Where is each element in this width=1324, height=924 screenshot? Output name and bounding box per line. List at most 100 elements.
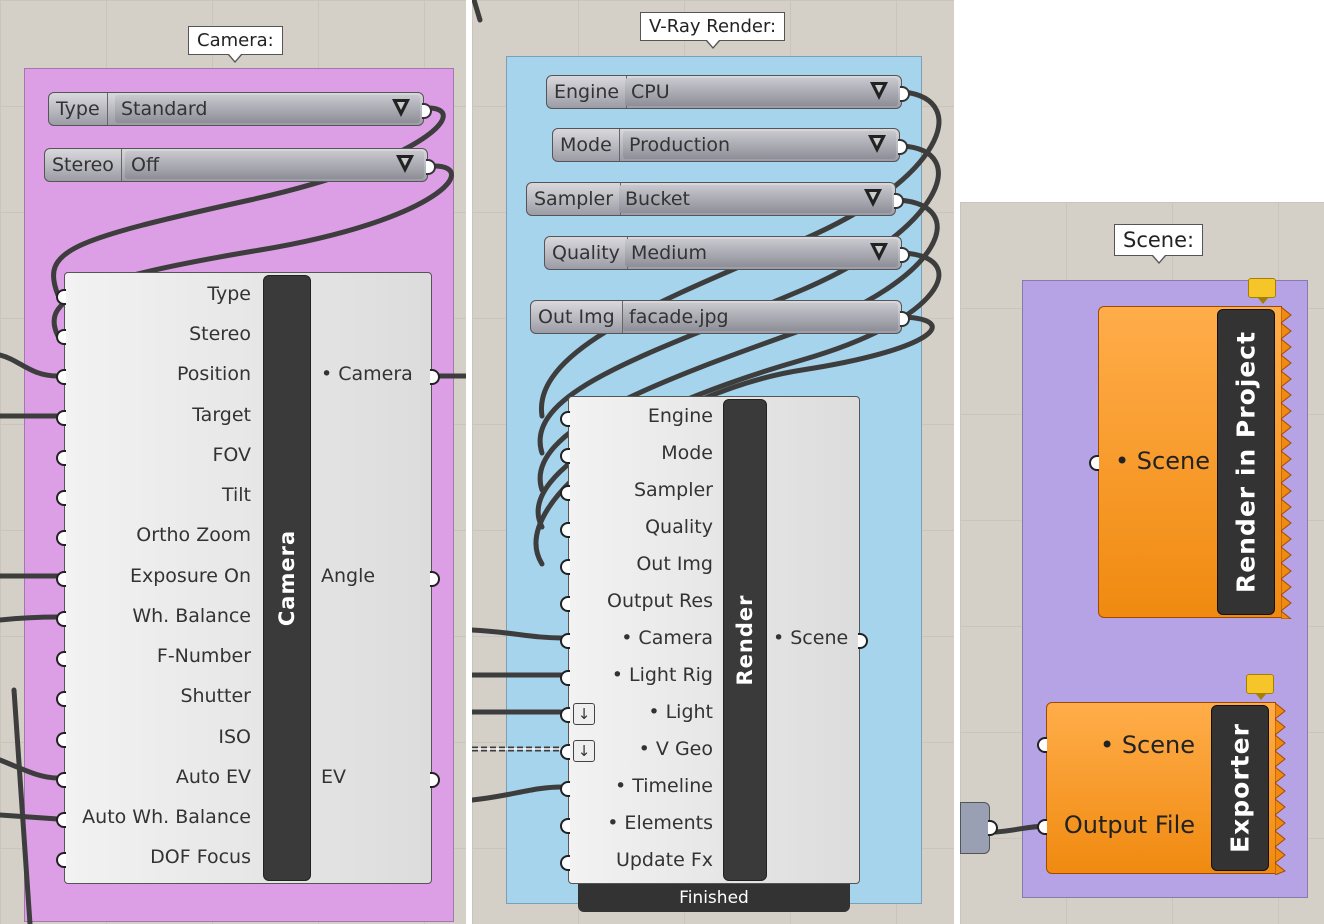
mode-value-list[interactable]: Mode Production — [552, 128, 908, 162]
input-mode[interactable]: Mode — [661, 442, 713, 464]
input-port-icon[interactable] — [56, 732, 66, 748]
dropdown-arrow-icon[interactable] — [396, 155, 414, 173]
output-port-icon[interactable] — [426, 159, 436, 175]
output-file-source-stub[interactable] — [960, 802, 990, 854]
input-port-icon[interactable] — [56, 289, 66, 305]
dropdown-arrow-icon[interactable] — [392, 99, 410, 117]
input-shutter[interactable]: Shutter — [180, 685, 251, 707]
output-port-icon[interactable] — [988, 820, 998, 836]
input-update-fx[interactable]: Update Fx — [615, 849, 713, 871]
output-port-icon[interactable] — [422, 103, 432, 119]
input-port-icon[interactable] — [560, 522, 570, 538]
input-auto-wh-balance[interactable]: Auto Wh. Balance — [82, 806, 251, 828]
down-arrow-icon[interactable]: ↓ — [573, 703, 595, 725]
dropdown-arrow-icon[interactable] — [868, 135, 886, 153]
output-port-icon[interactable] — [898, 139, 908, 155]
output-port-icon[interactable] — [430, 772, 440, 788]
render-in-project-input-scene[interactable]: • Scene — [1115, 447, 1210, 475]
stereo-list-field[interactable]: Off — [125, 151, 424, 179]
input-port-icon[interactable] — [560, 485, 570, 501]
input-port-icon[interactable] — [560, 744, 570, 760]
quality-list-field[interactable]: Medium — [625, 239, 898, 267]
input-exposure-on[interactable]: Exposure On — [130, 565, 251, 587]
sampler-value-list[interactable]: Sampler Bucket — [526, 182, 904, 216]
type-value-list[interactable]: Type Standard — [48, 92, 432, 126]
input-light-rig[interactable]: • Light Rig — [611, 664, 713, 686]
input-iso[interactable]: ISO — [218, 726, 251, 748]
input-timeline[interactable]: • Timeline — [614, 775, 713, 797]
camera-canvas[interactable]: Camera: Type Standard Stereo Off — [0, 0, 466, 924]
output-angle[interactable]: Angle — [321, 565, 376, 587]
output-port-icon[interactable] — [900, 247, 910, 263]
input-port-icon[interactable] — [56, 651, 66, 667]
dropdown-arrow-icon[interactable] — [870, 82, 888, 100]
input-camera[interactable]: • Camera — [621, 627, 713, 649]
input-f-number[interactable]: F-Number — [156, 645, 251, 667]
render-in-project-component[interactable]: Render in Project • Scene — [1089, 306, 1292, 619]
input-port-icon[interactable] — [560, 411, 570, 427]
output-port-icon[interactable] — [900, 311, 910, 327]
input-port-icon[interactable] — [56, 812, 66, 828]
input-port-icon[interactable] — [560, 633, 570, 649]
input-position[interactable]: Position — [177, 363, 251, 385]
input-ortho-zoom[interactable]: Ortho Zoom — [136, 524, 251, 546]
input-port-icon[interactable] — [56, 450, 66, 466]
exporter-input-output-file[interactable]: Output File — [1063, 811, 1195, 839]
input-port-icon[interactable] — [56, 329, 66, 345]
engine-value-list[interactable]: Engine CPU — [546, 75, 910, 109]
render-component-spine[interactable]: Render — [723, 399, 767, 881]
stereo-value-list[interactable]: Stereo Off — [44, 148, 436, 182]
input-v-geo[interactable]: • V Geo — [638, 738, 713, 760]
input-port-icon[interactable] — [560, 448, 570, 464]
quality-value-list[interactable]: Quality Medium — [544, 236, 910, 270]
input-out-img[interactable]: Out Img — [636, 553, 713, 575]
input-port-icon[interactable] — [56, 369, 66, 385]
input-target[interactable]: Target — [192, 404, 251, 426]
input-dof-focus[interactable]: DOF Focus — [150, 846, 251, 868]
exporter-input-scene[interactable]: • Scene — [1100, 731, 1195, 759]
engine-list-field[interactable]: CPU — [625, 78, 898, 106]
input-port-icon[interactable] — [56, 490, 66, 506]
dropdown-arrow-icon[interactable] — [864, 189, 882, 207]
down-arrow-icon[interactable]: ↓ — [573, 740, 595, 762]
input-port-icon[interactable] — [1037, 819, 1047, 835]
input-light[interactable]: • Light — [648, 701, 713, 723]
note-icon[interactable] — [1246, 674, 1274, 700]
input-port-icon[interactable] — [560, 781, 570, 797]
dropdown-arrow-icon[interactable] — [870, 243, 888, 261]
input-tilt[interactable]: Tilt — [221, 484, 251, 506]
input-port-icon[interactable] — [1037, 737, 1047, 753]
output-ev[interactable]: EV — [321, 766, 347, 788]
input-engine[interactable]: Engine — [647, 405, 713, 427]
input-port-icon[interactable] — [560, 670, 570, 686]
input-port-icon[interactable] — [56, 611, 66, 627]
sampler-list-field[interactable]: Bucket — [619, 185, 892, 213]
input-port-icon[interactable] — [560, 596, 570, 612]
camera-component[interactable]: Camera Type Stereo Position Target FOV T… — [56, 272, 440, 884]
input-quality[interactable]: Quality — [645, 516, 713, 538]
mode-list-field[interactable]: Production — [623, 131, 896, 159]
input-port-icon[interactable] — [56, 691, 66, 707]
output-camera[interactable]: • Camera — [321, 363, 413, 385]
camera-component-spine[interactable]: Camera — [263, 275, 311, 881]
out-img-panel-field[interactable]: facade.jpg — [623, 303, 898, 331]
input-port-icon[interactable] — [560, 707, 570, 723]
input-auto-ev[interactable]: Auto EV — [175, 766, 251, 788]
type-list-field[interactable]: Standard — [115, 95, 420, 123]
input-type[interactable]: Type — [207, 283, 251, 305]
input-port-icon[interactable] — [56, 772, 66, 788]
output-port-icon[interactable] — [858, 633, 868, 649]
output-port-icon[interactable] — [430, 369, 440, 385]
input-port-icon[interactable] — [560, 818, 570, 834]
output-port-icon[interactable] — [900, 86, 910, 102]
vray-canvas[interactable]: V-Ray Render: Engine CPU Mode Production — [472, 0, 954, 924]
output-port-icon[interactable] — [894, 193, 904, 209]
out-img-panel[interactable]: Out Img facade.jpg — [530, 300, 910, 334]
input-port-icon[interactable] — [560, 855, 570, 871]
input-port-icon[interactable] — [56, 852, 66, 868]
render-component[interactable]: Render Engine Mode Sampler Quality Out I… — [560, 396, 868, 884]
input-port-icon[interactable] — [56, 410, 66, 426]
input-stereo[interactable]: Stereo — [189, 323, 251, 345]
render-in-project-spine[interactable]: Render in Project — [1217, 309, 1275, 615]
output-scene[interactable]: • Scene — [773, 627, 849, 649]
